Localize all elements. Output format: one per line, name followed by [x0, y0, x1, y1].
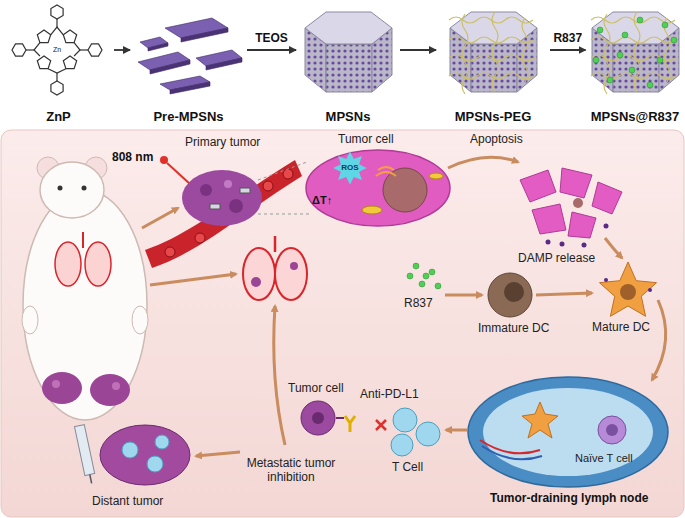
znp-molecule [12, 5, 102, 95]
lungs [243, 236, 307, 300]
atom-label: Zn [53, 46, 61, 54]
scheme-panel [1, 130, 684, 517]
annotation-label: Tumor cell [288, 382, 344, 396]
stage-label: MPSNs@R837 [591, 109, 680, 124]
annotation-label: Primary tumor [185, 136, 260, 150]
annotation-label: DAMP release [518, 252, 595, 266]
annotation-label: Apoptosis [470, 133, 523, 147]
t-cells [301, 401, 440, 456]
stage-box: ZnP [5, 0, 112, 124]
stage-label: Pre-MPSNs [153, 109, 223, 124]
arrow-label: TEOS [255, 31, 288, 45]
mpsn-prism [305, 12, 679, 94]
annotation-label: T Cell [392, 461, 423, 475]
annotation-label: Metastatic tumor inhibition [245, 457, 337, 485]
stage-label: ZnP [46, 109, 71, 124]
distant-tumor [100, 425, 190, 485]
dendritic-cells [407, 262, 657, 317]
annotation-label: Distant tumor [92, 495, 163, 509]
process-arrow [247, 49, 296, 51]
stage-label: MPSNs-PEG [455, 109, 532, 124]
stage-label: MPSNs [326, 109, 371, 124]
annotation-label: 808 nm [112, 151, 153, 165]
annotation-label: Anti-PD-L1 [360, 388, 419, 402]
annotation-label: Tumor cell [338, 133, 394, 147]
stage-box: MPSNs-PEG [438, 0, 548, 124]
annotation-label: ΔT↑ [312, 194, 332, 207]
nanosheets [138, 18, 242, 94]
process-arrow [550, 49, 586, 51]
annotation-label: R837 [404, 297, 433, 311]
stage-box: MPSNs@R837 [588, 0, 683, 124]
lymph-node [468, 377, 668, 487]
annotation-label: Mature DC [592, 321, 650, 335]
process-arrow [400, 49, 436, 51]
tumor-cell [306, 150, 450, 226]
arrow-label: R837 [553, 31, 582, 45]
stage-box: Pre-MPSNs [132, 0, 245, 124]
annotation-label: Naïve T cell [575, 452, 633, 465]
annotation-label: Immature DC [478, 322, 549, 336]
flow-arrow [142, 157, 666, 456]
annotation-label: ROS [341, 163, 358, 172]
apoptotic-fragments [520, 168, 622, 248]
process-arrow [114, 49, 130, 51]
stage-box: MPSNs [298, 0, 398, 124]
annotation-label: Tumor-draining lymph node [490, 492, 648, 506]
